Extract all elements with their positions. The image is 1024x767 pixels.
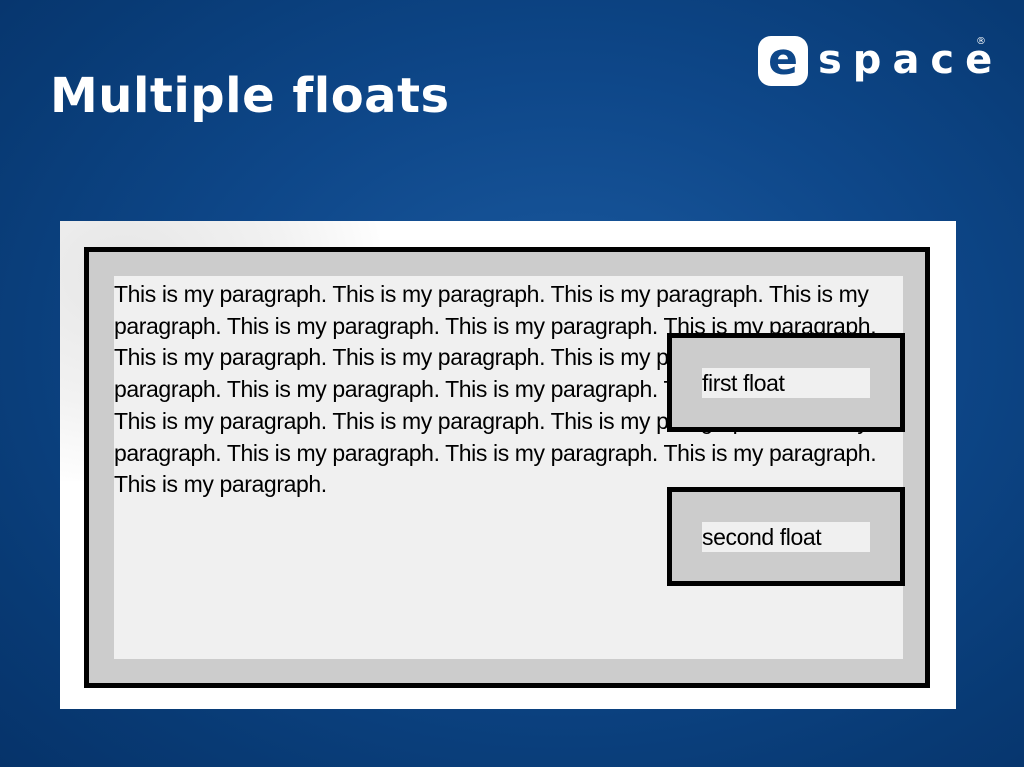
- second-float-box: second float: [667, 487, 905, 586]
- registered-mark: ®: [976, 36, 986, 47]
- logo-wordmark: space: [818, 37, 1004, 83]
- slide-title: Multiple floats: [50, 68, 450, 124]
- container-box: This is my paragraph. This is my paragra…: [84, 247, 930, 688]
- second-float-label: second float: [702, 522, 870, 552]
- logo-badge: e: [758, 36, 808, 86]
- espace-logo: e space ®: [758, 36, 992, 88]
- float-example-screenshot: This is my paragraph. This is my paragra…: [60, 221, 956, 709]
- paragraph-area: This is my paragraph. This is my paragra…: [114, 276, 903, 659]
- first-float-box: first float: [667, 333, 905, 432]
- first-float-label: first float: [702, 368, 870, 398]
